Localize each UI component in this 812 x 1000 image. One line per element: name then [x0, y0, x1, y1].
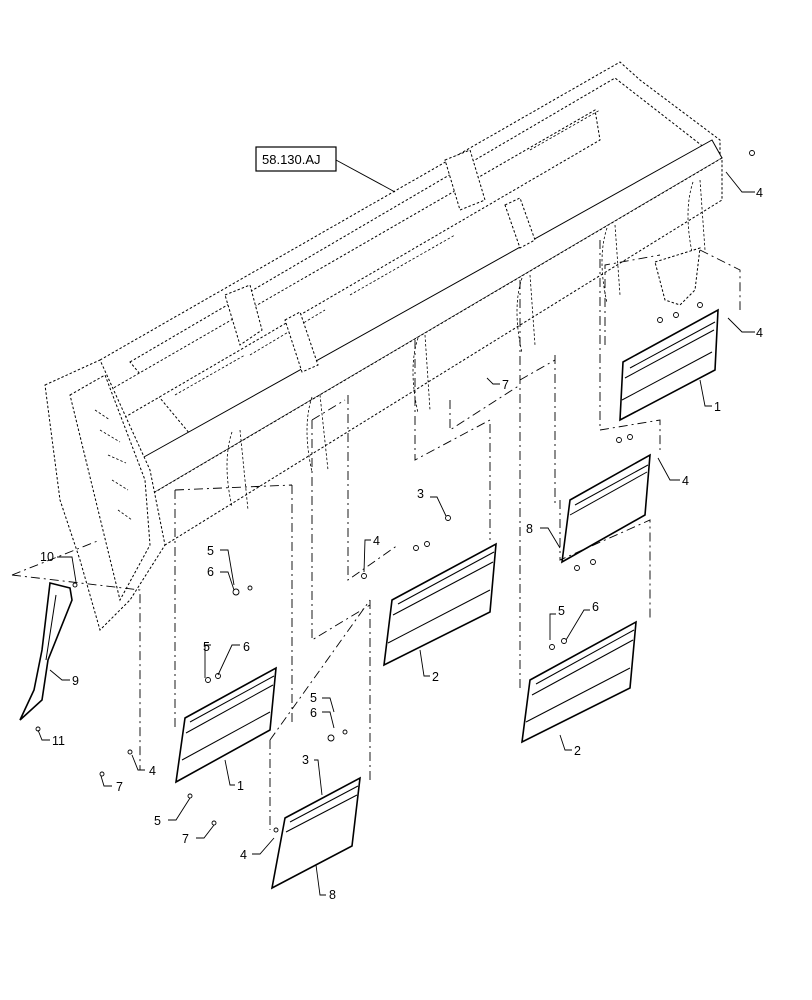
- callout-label: 11: [52, 734, 65, 748]
- callout-label: 6: [243, 640, 250, 654]
- callout-label: 1: [714, 400, 721, 414]
- callout-label: 4: [149, 764, 156, 778]
- callout-label: 6: [592, 600, 599, 614]
- callout-label: 5: [154, 814, 161, 828]
- wear-panel-8-right: [561, 453, 651, 564]
- wear-panel-1-left: [174, 666, 277, 784]
- callout-label: 4: [240, 848, 247, 862]
- hardware: [35, 150, 755, 833]
- wear-panel-2-right: [521, 620, 637, 744]
- callout-label: 8: [526, 522, 533, 536]
- callout-label: 10: [40, 550, 54, 564]
- callout-label: 1: [237, 779, 244, 793]
- callout-label: 8: [329, 888, 336, 902]
- wear-panel-1-right: [619, 308, 719, 422]
- reference-box[interactable]: 58.130.AJ: [255, 146, 396, 193]
- callout-label: 2: [432, 670, 439, 684]
- callout-label: 4: [756, 326, 763, 340]
- callout-label: 4: [373, 534, 380, 548]
- callout-label: 7: [502, 378, 509, 392]
- callout-label: 3: [302, 753, 309, 767]
- wear-panel-8-left: [270, 776, 361, 890]
- assembly-lines: [11, 240, 741, 830]
- callout-label: 5: [558, 604, 565, 618]
- callout-label: 2: [574, 744, 581, 758]
- header-frame: [44, 61, 723, 631]
- callout-label: 6: [207, 565, 214, 579]
- svg-text:58.130.AJ: 58.130.AJ: [262, 152, 321, 167]
- side-shield-9: [19, 582, 73, 721]
- callout-label: 7: [116, 780, 123, 794]
- callout-label: 5: [203, 640, 210, 654]
- callout-label: 5: [207, 544, 214, 558]
- callout-label: 3: [417, 487, 424, 501]
- callout-label: 4: [682, 474, 689, 488]
- callout-label: 7: [182, 832, 189, 846]
- callout-labels: 4 4 1 7 4 3 4 8 5 6 10 5 6 2 5 6 9 2 11 …: [40, 186, 763, 902]
- leader-lines: [37, 171, 755, 896]
- callout-label: 9: [72, 674, 79, 688]
- wear-panel-2-center: [383, 542, 497, 667]
- callout-label: 6: [310, 706, 317, 720]
- callout-label: 4: [756, 186, 763, 200]
- callout-label: 5: [310, 691, 317, 705]
